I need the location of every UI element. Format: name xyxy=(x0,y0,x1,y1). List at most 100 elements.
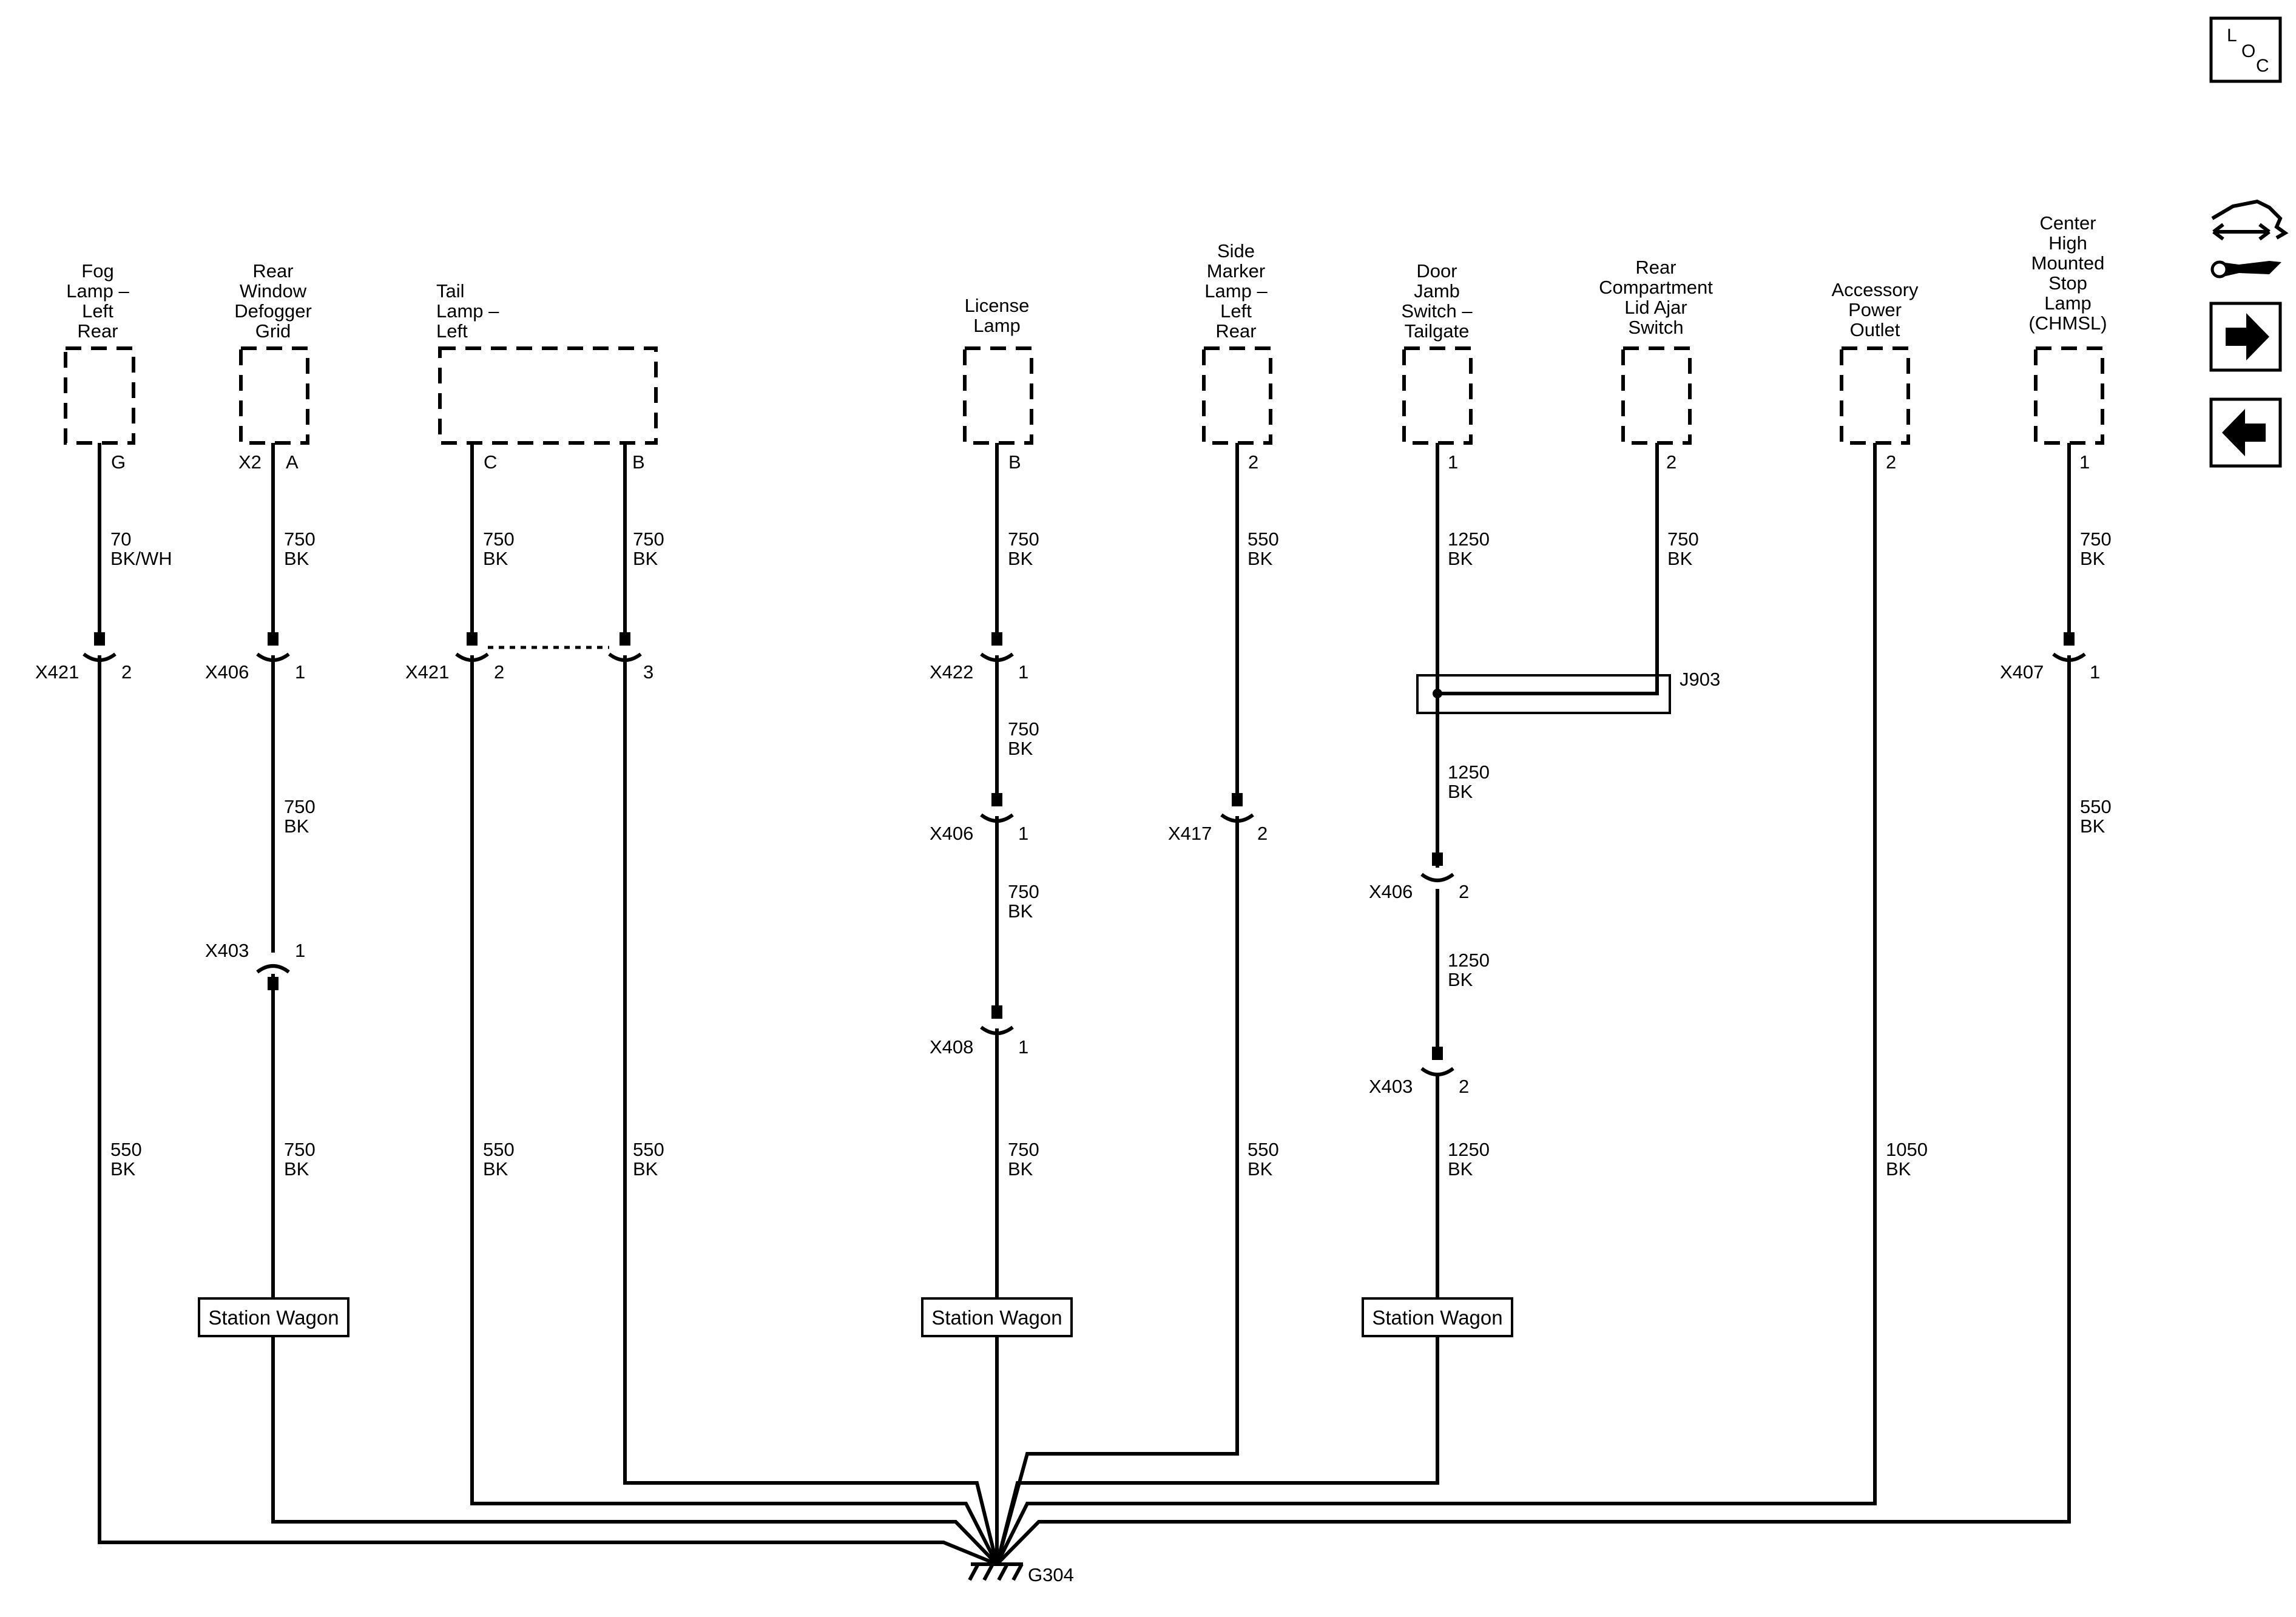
option-label: Station Wagon xyxy=(1372,1306,1502,1329)
text-line: BK xyxy=(1448,969,1473,990)
connector-x421-fog xyxy=(83,632,116,662)
text-line: 550 xyxy=(1248,1139,1279,1160)
text-line: BK xyxy=(1248,1158,1273,1180)
connector-name: X406 xyxy=(1369,881,1413,902)
connector-x407-chmsl xyxy=(2052,632,2086,662)
tail-lamp-component xyxy=(438,346,658,445)
side-marker-lamp-component xyxy=(1202,346,1272,445)
connector-x406-defog xyxy=(256,632,290,662)
text-line: BK xyxy=(1248,548,1273,569)
text-line: BK xyxy=(633,1158,658,1180)
text-line: Center xyxy=(2039,212,2096,234)
pin-label: 2 xyxy=(1886,451,1896,473)
text-line: Side xyxy=(1217,240,1255,262)
license-lamp-component xyxy=(963,346,1033,445)
text-line: BK xyxy=(1008,900,1033,922)
text-line: BK xyxy=(1448,781,1473,802)
text-line: Tail xyxy=(436,280,465,302)
pin-label: C xyxy=(484,451,497,473)
text-line: Outlet xyxy=(1850,319,1900,340)
text-line: 1250 xyxy=(1448,1139,1490,1160)
arrow-right-button[interactable] xyxy=(2209,302,2282,372)
loc-button[interactable]: L O C xyxy=(2209,16,2282,83)
connector-x403-defog xyxy=(256,964,290,990)
ground-symbol xyxy=(968,1562,1024,1581)
text-line: Lamp xyxy=(2044,292,2092,314)
splice-j903-box xyxy=(1416,674,1671,714)
text-line: Compartment xyxy=(1599,277,1713,298)
text-line: BK xyxy=(2080,815,2105,837)
text-line: BK xyxy=(284,815,309,837)
connector-label: X2 xyxy=(238,451,262,473)
connector-tail-b xyxy=(608,632,642,662)
text-line: 70 xyxy=(110,528,131,550)
text-line: Defogger xyxy=(234,300,312,322)
text-line: Lamp xyxy=(973,315,1021,336)
rear-window-defogger-component xyxy=(239,346,309,445)
text-line: 550 xyxy=(2080,796,2112,817)
wire-accessory-power-outlet xyxy=(995,443,1877,1565)
pin-label: G xyxy=(111,451,126,473)
door-jamb-switch-component xyxy=(1402,346,1473,445)
connector-x406-license xyxy=(980,793,1014,823)
text-line: 750 xyxy=(1008,528,1039,550)
text-line: 750 xyxy=(284,796,316,817)
text-line: Rear xyxy=(1635,257,1676,278)
text-line: BK xyxy=(1667,548,1693,569)
text-line: Lamp – xyxy=(66,280,129,302)
connector-name: X406 xyxy=(205,661,249,683)
option-label: Station Wagon xyxy=(931,1306,1062,1329)
schematic-wrench-icon[interactable] xyxy=(2210,199,2289,279)
connector-name: X403 xyxy=(205,940,249,961)
connector-name: X408 xyxy=(930,1036,973,1058)
text-line: 550 xyxy=(633,1139,664,1160)
text-line: Left xyxy=(82,300,113,322)
connector-pin: 2 xyxy=(121,661,132,683)
arrow-left-button[interactable] xyxy=(2209,397,2282,468)
pin-label: B xyxy=(632,451,645,473)
text-line: 550 xyxy=(1248,528,1279,550)
wire-tail-lamp-c xyxy=(470,443,999,1565)
connector-pin: 1 xyxy=(1018,661,1028,683)
connector-pin: 1 xyxy=(295,661,305,683)
loc-letter: O xyxy=(2241,41,2255,61)
splice-label: J903 xyxy=(1680,669,1720,690)
text-line: (CHMSL) xyxy=(2028,312,2107,334)
text-line: Window xyxy=(240,280,307,302)
connector-pin: 3 xyxy=(643,661,653,683)
text-line: 750 xyxy=(2080,528,2112,550)
text-line: 750 xyxy=(633,528,664,550)
option-box-license xyxy=(921,1297,1073,1337)
connector-pin: 2 xyxy=(1459,1076,1469,1097)
connector-name: X406 xyxy=(930,823,973,844)
connector-x421-tail-c xyxy=(455,632,489,662)
connector-name: X417 xyxy=(1168,823,1212,844)
connector-x406-door xyxy=(1420,852,1454,882)
text-line: BK xyxy=(1886,1158,1911,1180)
text-line: 750 xyxy=(284,1139,316,1160)
text-line: License xyxy=(965,295,1030,316)
text-line: BK xyxy=(1448,1158,1473,1180)
pin-label: 1 xyxy=(1448,451,1458,473)
text-line: BK xyxy=(284,548,309,569)
pin-label: A xyxy=(286,451,299,473)
pin-label: 1 xyxy=(2079,451,2090,473)
connector-pin: 1 xyxy=(295,940,305,961)
text-line: Stop xyxy=(2048,272,2087,294)
